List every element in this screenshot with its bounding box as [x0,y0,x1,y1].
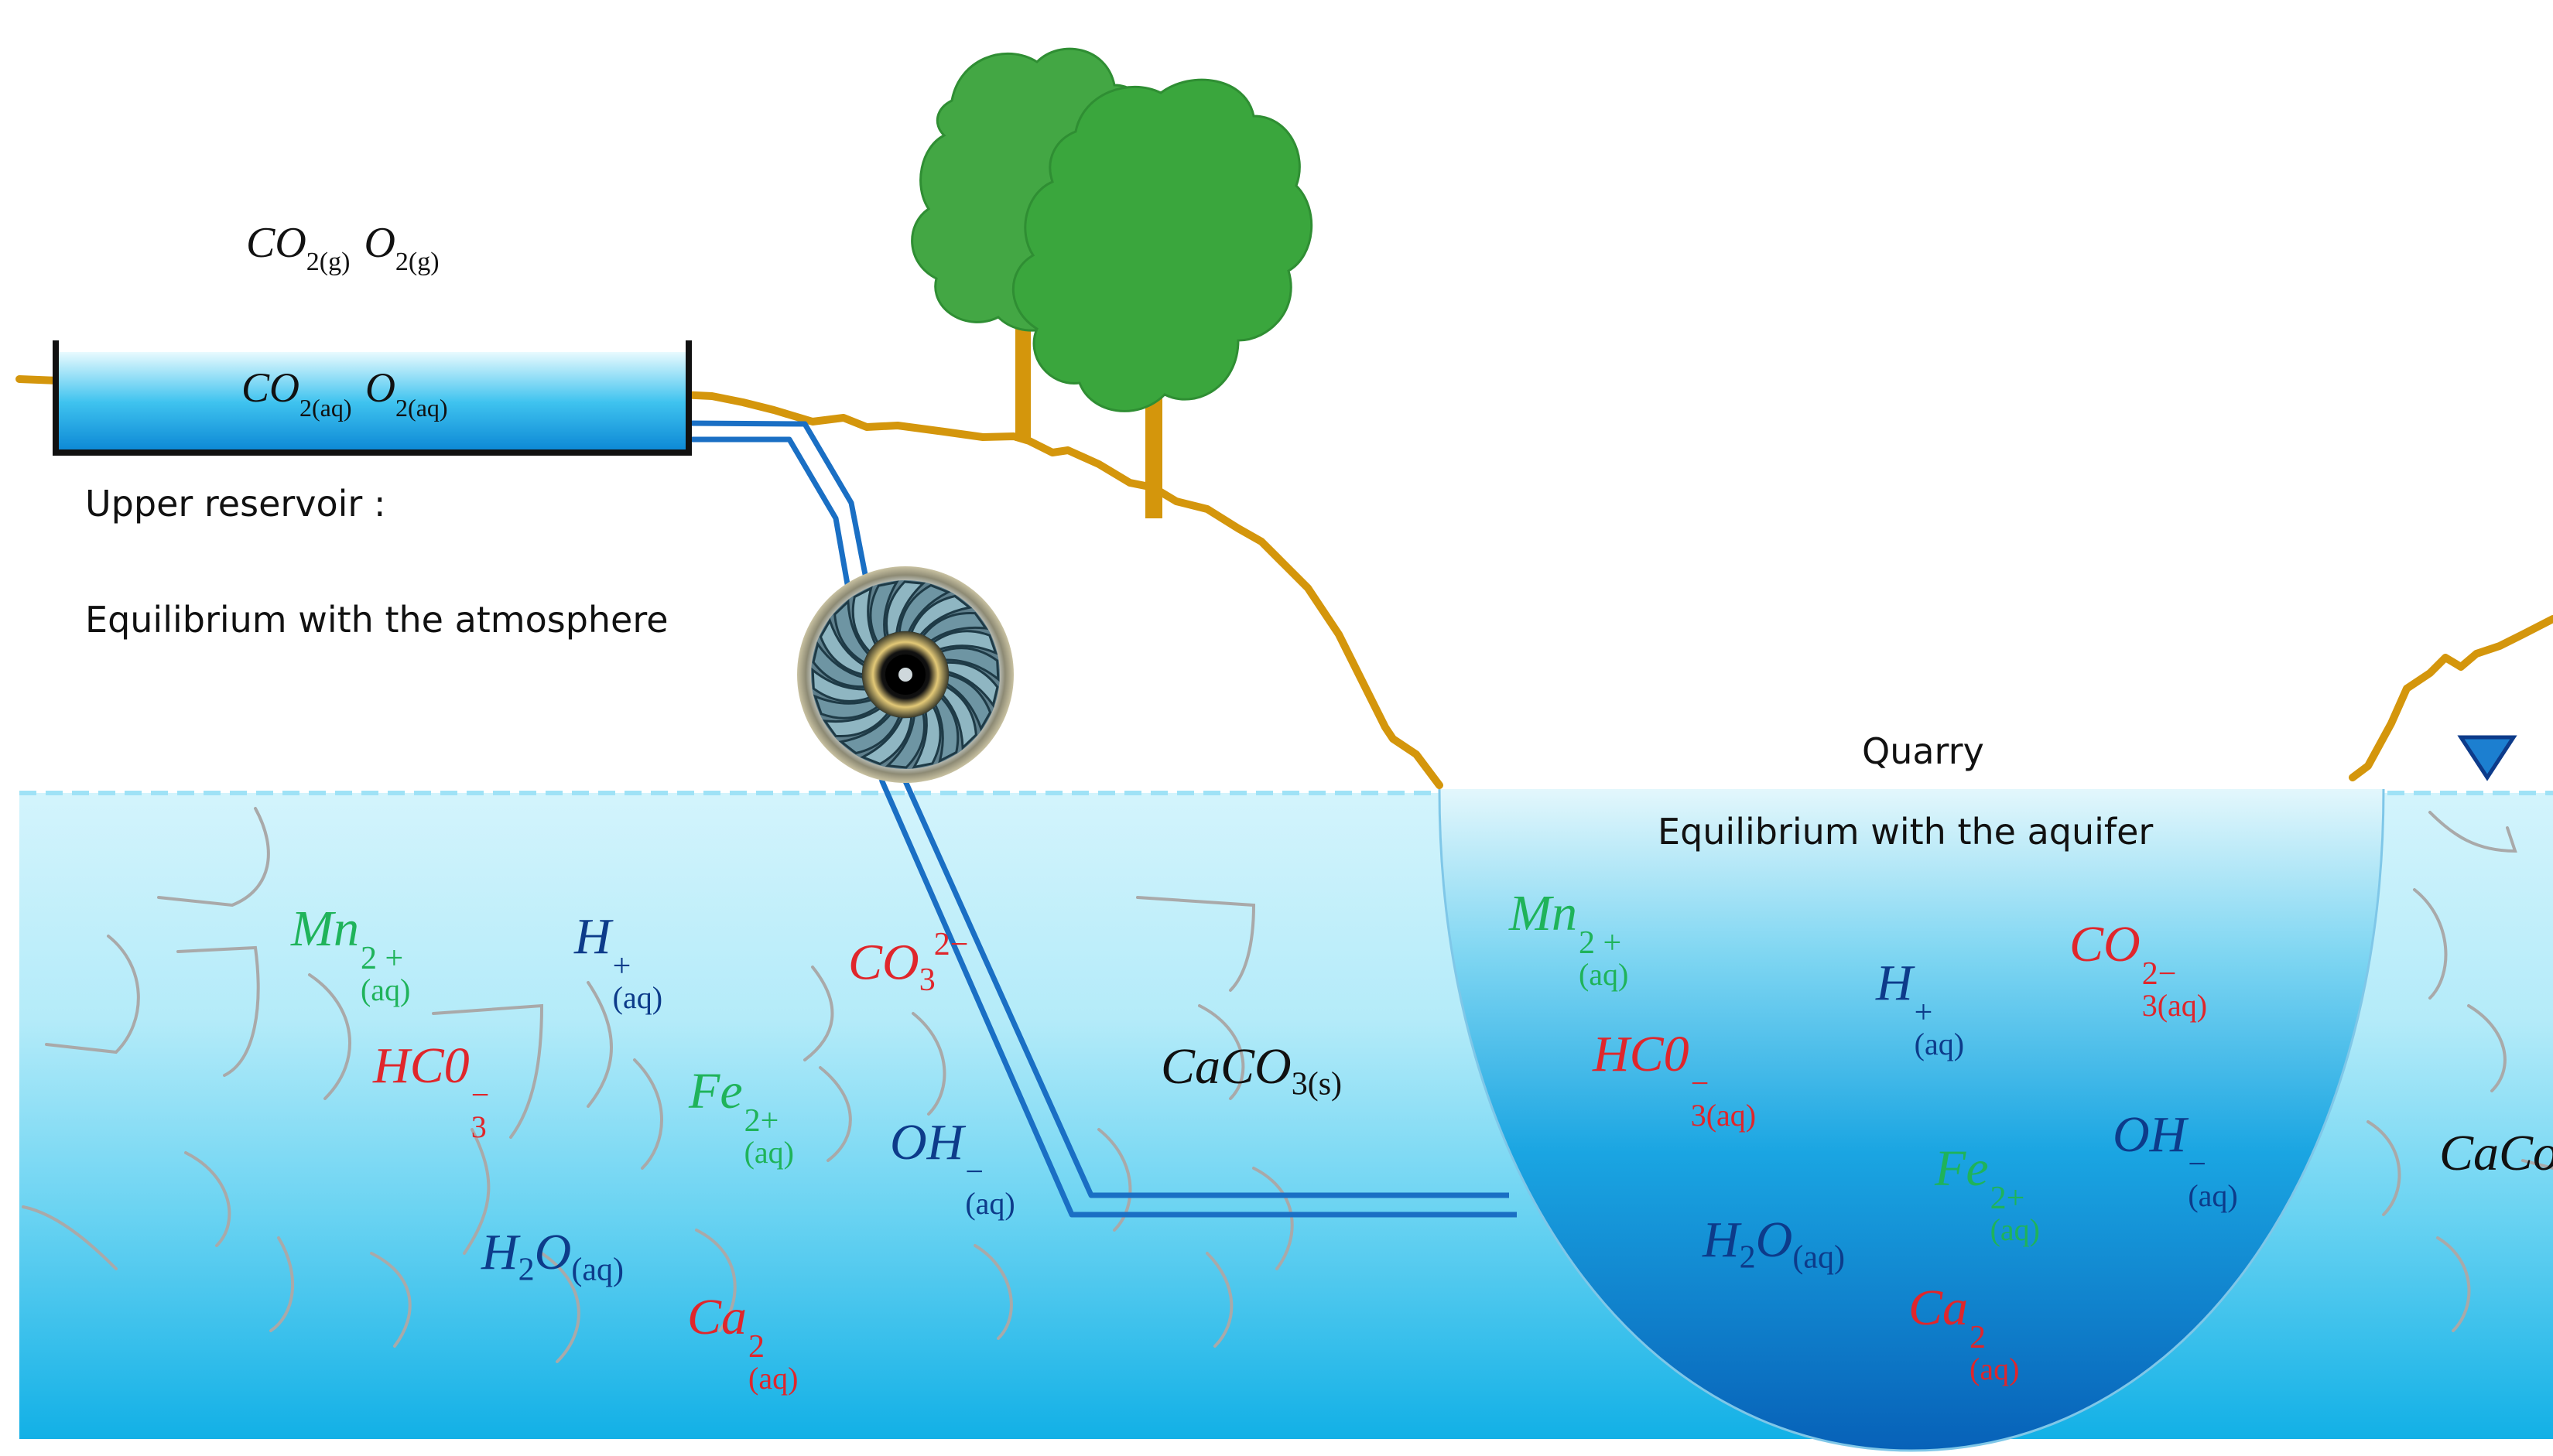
turbine-blade [812,641,867,689]
ground-profile [15,375,2553,789]
turbine-blade [898,583,951,634]
pump-turbine-icon [797,566,1014,783]
turbine-blade [885,580,926,637]
aquifer-species-h2o: H2O(aq) [481,1224,624,1288]
quarry-pit [1438,788,2385,1452]
upper-reservoir-label: Upper reservoir : [85,483,386,525]
turbine-blade [909,594,973,637]
quarry-label: Quarry [1862,730,1984,772]
quarry-species-hco3: HC0−3(aq) [1593,1026,1757,1133]
turbine-blade [811,667,871,702]
turbine-blade [885,712,926,769]
turbine-blade [860,715,913,766]
turbine-blade [813,694,880,719]
aquifer-species-co3: CO32− [848,927,969,999]
turbine-blade [939,647,1000,682]
aquifer-species-caco3: CaCO3(s) [1161,1038,1343,1102]
equilibrium-atmosphere-label: Equilibrium with the atmosphere [85,599,669,641]
turbine-blade [869,580,899,644]
species-o2-gas: O2(g) [364,219,440,276]
turbine-blade [822,707,890,738]
aquifer-species-hco3: HC0−3 [373,1037,490,1144]
quarry-species-h: H+(aq) [1876,955,1965,1061]
rock-fractures [22,807,2553,1363]
turbine-blade [851,586,878,654]
turbine-blade [819,617,865,676]
turbine-blade [944,661,999,708]
turbine-blade [921,611,989,642]
quarry-species-oh: OH−(aq) [2113,1106,2238,1213]
turbine-blade [941,685,977,750]
water-level-icon [2457,735,2517,781]
quarry-species-h2o: H2O(aq) [1703,1212,1845,1276]
atmosphere-gas-species: CO2(g) O2(g) [246,221,440,275]
turbine-blade [833,599,870,665]
edge-caco3-fragment: CaCo [2439,1128,2553,1179]
reservoir-species: CO2(aq) O2(aq) [241,367,448,420]
species-o2-aq: O2(aq) [365,364,448,422]
species-co2-aq: CO2(aq) [241,364,352,422]
tree-icon [1011,78,1313,518]
aquifer-species-h: H+(aq) [574,908,663,1015]
aquifer-species-oh: OH−(aq) [890,1114,1015,1221]
equilibrium-aquifer-label: Equilibrium with the aquifer [1658,811,2154,853]
turbine-blade [931,630,998,655]
turbine-blade [946,673,992,732]
turbine-blade [838,713,902,755]
upper-reservoir [53,340,692,456]
species-co2-gas: CO2(g) [246,219,351,276]
turbine-blade [912,705,942,769]
turbine-blade [933,696,960,764]
